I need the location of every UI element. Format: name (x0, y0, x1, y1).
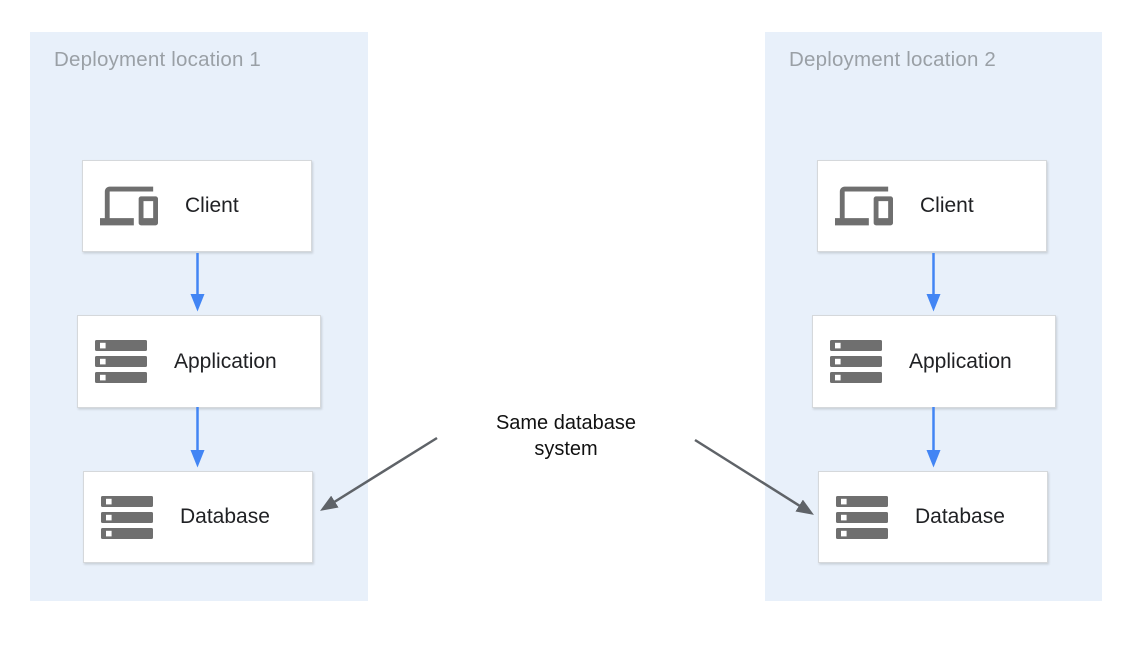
node-label: Database (180, 505, 270, 528)
deployment-location-2-panel: Deployment location 2 Client App (765, 32, 1102, 601)
database-node: Database (83, 471, 313, 563)
panel-title: Deployment location 2 (789, 48, 997, 71)
devices-icon (100, 186, 158, 226)
devices-icon (835, 186, 893, 226)
client-node: Client (82, 160, 312, 252)
server-icon (95, 340, 147, 383)
application-node: Application (812, 315, 1056, 408)
node-label: Client (185, 194, 239, 217)
deployment-location-1-panel: Deployment location 1 Client App (30, 32, 368, 601)
node-label: Client (920, 194, 974, 217)
node-label: Database (915, 505, 1005, 528)
same-database-annotation: Same database system (495, 412, 637, 460)
application-node: Application (77, 315, 321, 408)
server-icon (101, 495, 153, 539)
client-node: Client (817, 160, 1047, 252)
node-label: Application (909, 349, 1012, 373)
server-icon (836, 495, 888, 539)
server-icon (830, 340, 882, 383)
panel-title: Deployment location 1 (54, 48, 262, 71)
database-node: Database (818, 471, 1048, 563)
node-label: Application (174, 349, 277, 373)
